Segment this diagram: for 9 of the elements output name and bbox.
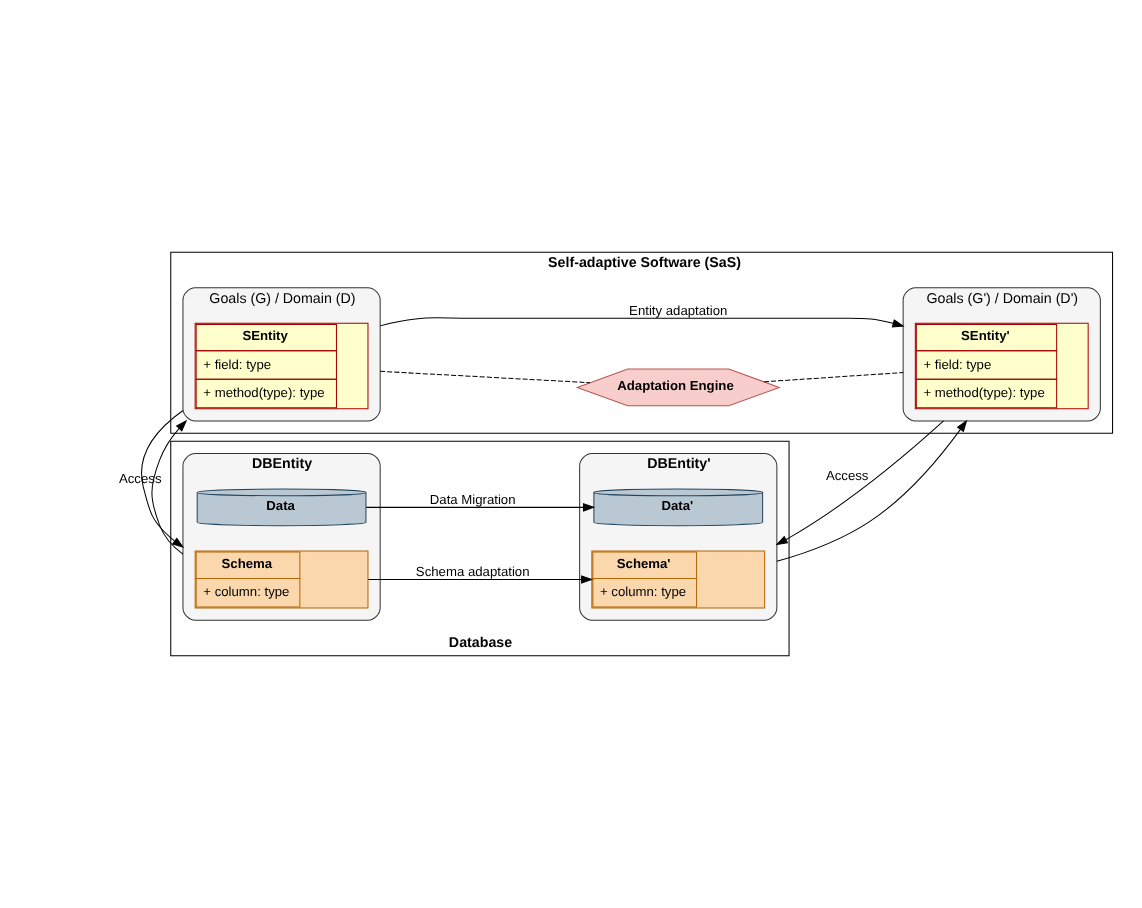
arrow: [776, 419, 968, 562]
arrow: [367, 575, 594, 584]
arrow: [365, 503, 596, 512]
connector: [763, 372, 904, 383]
arrow: [775, 420, 945, 546]
arrow: [379, 317, 905, 328]
arrow: [141, 410, 185, 548]
arrow: [151, 419, 188, 555]
connector: [379, 370, 591, 384]
